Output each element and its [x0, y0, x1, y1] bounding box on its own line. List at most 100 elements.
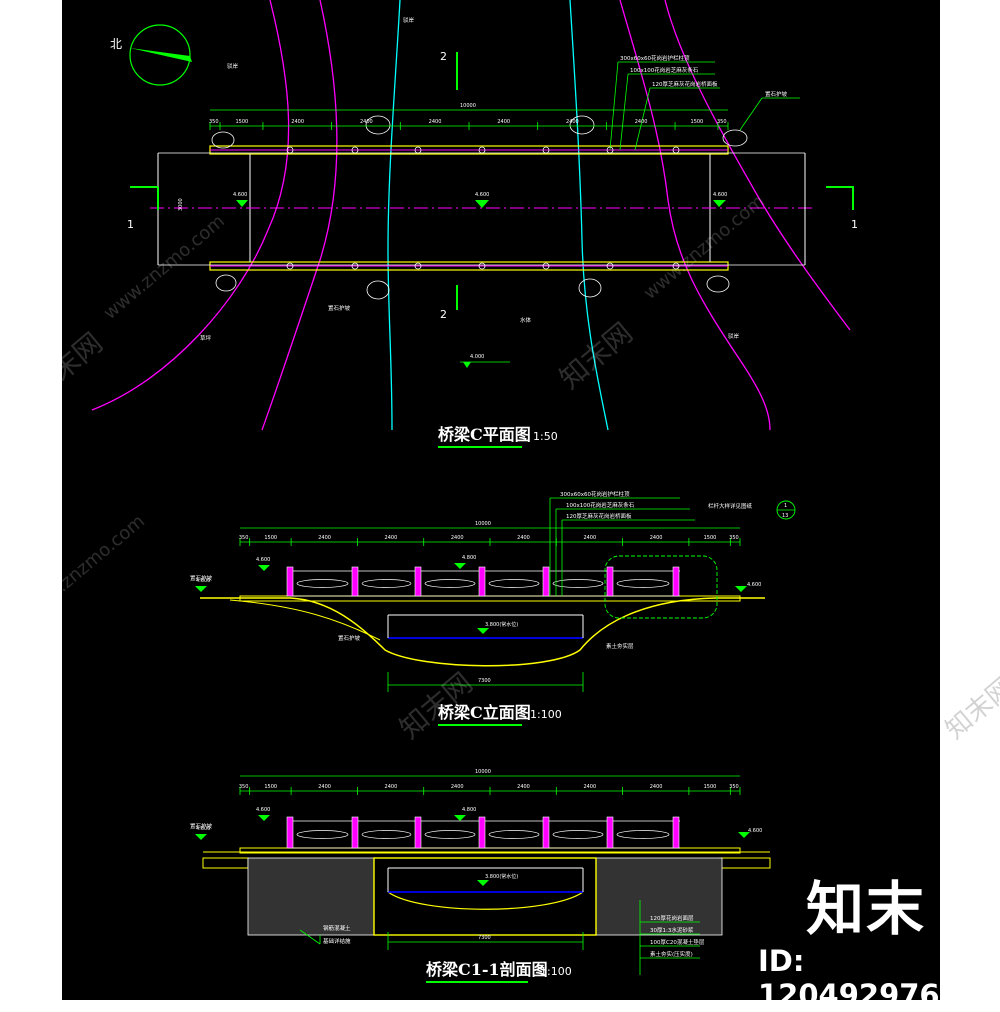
plan-seg-dim-4: 2400: [429, 119, 442, 125]
plan-side-label-1: 驳岸: [227, 62, 239, 70]
plan-note-2: 100x100花岗岩芝麻灰条石: [630, 66, 699, 74]
north-label: 北: [110, 37, 122, 51]
section-post-6: [672, 816, 680, 849]
section-seg-dim-7: 2400: [650, 784, 663, 790]
elevation-seg-dim-4: 2400: [451, 535, 464, 541]
plan-seg-dim-3: 2400: [360, 119, 373, 125]
section-seg-dim-6: 2400: [583, 784, 596, 790]
plan-scale: 1:50: [533, 430, 558, 443]
elevation-panel-2: [424, 579, 476, 588]
plan-water-level: 4.000: [470, 354, 484, 360]
elevation-seg-dim-9: 350: [729, 535, 739, 541]
section-panel-0: [296, 830, 349, 839]
watermark-cn-1: 知末网: [23, 326, 109, 405]
section-panel-5: [616, 830, 670, 839]
watermark-overlay: 知末网 www.znzmo.com 知末网 www.znzmo.com www.…: [20, 191, 1000, 746]
plan-seg-dim-2: 2400: [291, 119, 304, 125]
section-seg-dim-2: 2400: [318, 784, 331, 790]
plan-note-1: 300x60x60花岗岩护栏柱顶: [620, 54, 690, 62]
plan-title: 桥梁C平面图: [438, 425, 531, 444]
brand-id: ID: 1204929764: [758, 944, 960, 1012]
elevation-panel-0: [296, 579, 349, 588]
plan-post-top-4: [542, 146, 550, 154]
plan-post-top-0: [286, 146, 294, 154]
plan-seg-dim-7: 2400: [635, 119, 648, 125]
section-post-0: [286, 816, 294, 849]
plan-post-top-3: [478, 146, 486, 154]
plan-level-center: 4.600: [475, 192, 489, 198]
elevation-seg-dim-8: 1500: [704, 535, 717, 541]
section-scale: 1:100: [540, 965, 572, 978]
elevation-left-label-2: 置石护坡: [338, 634, 361, 642]
plan-post-bottom-4: [542, 262, 550, 270]
elevation-title: 桥梁C立面图: [438, 703, 531, 722]
plan-post-bottom-6: [672, 262, 680, 270]
plan-level-left: 4.600: [233, 192, 247, 198]
section-bottom-note-left-2: 基础详结施: [323, 937, 351, 945]
plan-post-top-2: [414, 146, 422, 154]
section-seg-dim-3: 2400: [385, 784, 398, 790]
section-post-1: [351, 816, 359, 849]
cad-drawing-canvas: [62, 0, 940, 1000]
elevation-water-level: 3.800(常水位): [485, 621, 518, 628]
elevation-seg-dim-2: 2400: [318, 535, 331, 541]
plan-post-bottom-2: [414, 262, 422, 270]
section-post-3: [478, 816, 486, 849]
section-panel-4: [552, 830, 604, 839]
section-seg-dim-0: 350: [239, 784, 249, 790]
elevation-level-right: 4.600: [747, 582, 761, 588]
elevation-note-2: 100x100花岗岩芝麻灰条石: [566, 501, 635, 509]
elevation-post-5: [606, 566, 614, 597]
section-water-level: 3.800(常水位): [485, 873, 518, 880]
elevation-panel-5: [616, 579, 670, 588]
elevation-post-3: [478, 566, 486, 597]
plan-note-4: 置石护坡: [765, 90, 788, 98]
plan-post-top-5: [606, 146, 614, 154]
section-seg-dim-1: 1500: [264, 784, 277, 790]
plan-seg-dim-1: 1500: [235, 119, 248, 125]
plan-post-bottom-3: [478, 262, 486, 270]
section-seg-dim-8: 1500: [704, 784, 717, 790]
plan-post-bottom-5: [606, 262, 614, 270]
elevation-post-0: [286, 566, 294, 597]
watermark-url-3: www.znzmo.com: [20, 511, 149, 624]
elevation-panel-3: [488, 579, 540, 588]
plan-side-label-3: 水体: [520, 316, 532, 324]
plan-side-label-2: 置石护坡: [328, 304, 351, 312]
plan-seg-dim-5: 2400: [497, 119, 510, 125]
elevation-seg-dim-7: 2400: [650, 535, 663, 541]
section-bottom-note-right-3: 100厚C20混凝土垫层: [650, 938, 705, 946]
elevation-level-left-bank: 4.600: [196, 578, 210, 584]
elevation-seg-dim-1: 1500: [264, 535, 277, 541]
section-seg-dim-4: 2400: [451, 784, 464, 790]
plan-total-dim: 10000: [460, 103, 476, 109]
section-bottom-note-right-1: 120厚花岗岩面层: [650, 914, 694, 922]
elevation-detail-ref: 1: [784, 503, 787, 509]
section-level-deck: 4.800: [462, 807, 476, 813]
plan-seg-dim-0: 350: [209, 119, 219, 125]
elevation-left-label: 置石护坡: [190, 574, 213, 582]
watermark-cn-2: 知末网: [553, 316, 639, 395]
elevation-post-4: [542, 566, 550, 597]
section-bottom-note-right-2: 30厚1:3水泥砂浆: [650, 926, 694, 934]
elevation-panel-1: [361, 579, 412, 588]
plan-post-bottom-0: [286, 262, 294, 270]
elevation-note-3: 120厚芝麻灰花岗岩桥面板: [566, 512, 632, 520]
elevation-scale: 1:100: [530, 708, 562, 721]
plan-section-mark-1b: 1: [851, 218, 858, 231]
elevation-note-4: 栏杆大样详见图纸: [708, 502, 753, 510]
elevation-seg-dim-0: 350: [239, 535, 249, 541]
section-panel-2: [424, 830, 476, 839]
elevation-level-left: 4.600: [256, 557, 270, 563]
elevation-post-2: [414, 566, 422, 597]
section-post-2: [414, 816, 422, 849]
plan-post-bottom-1: [351, 262, 359, 270]
section-seg-dim-9: 350: [729, 784, 739, 790]
plan-seg-dim-9: 350: [717, 119, 727, 125]
elevation-total-dim: 10000: [475, 521, 491, 527]
plan-section-mark-2a: 2: [440, 50, 447, 63]
